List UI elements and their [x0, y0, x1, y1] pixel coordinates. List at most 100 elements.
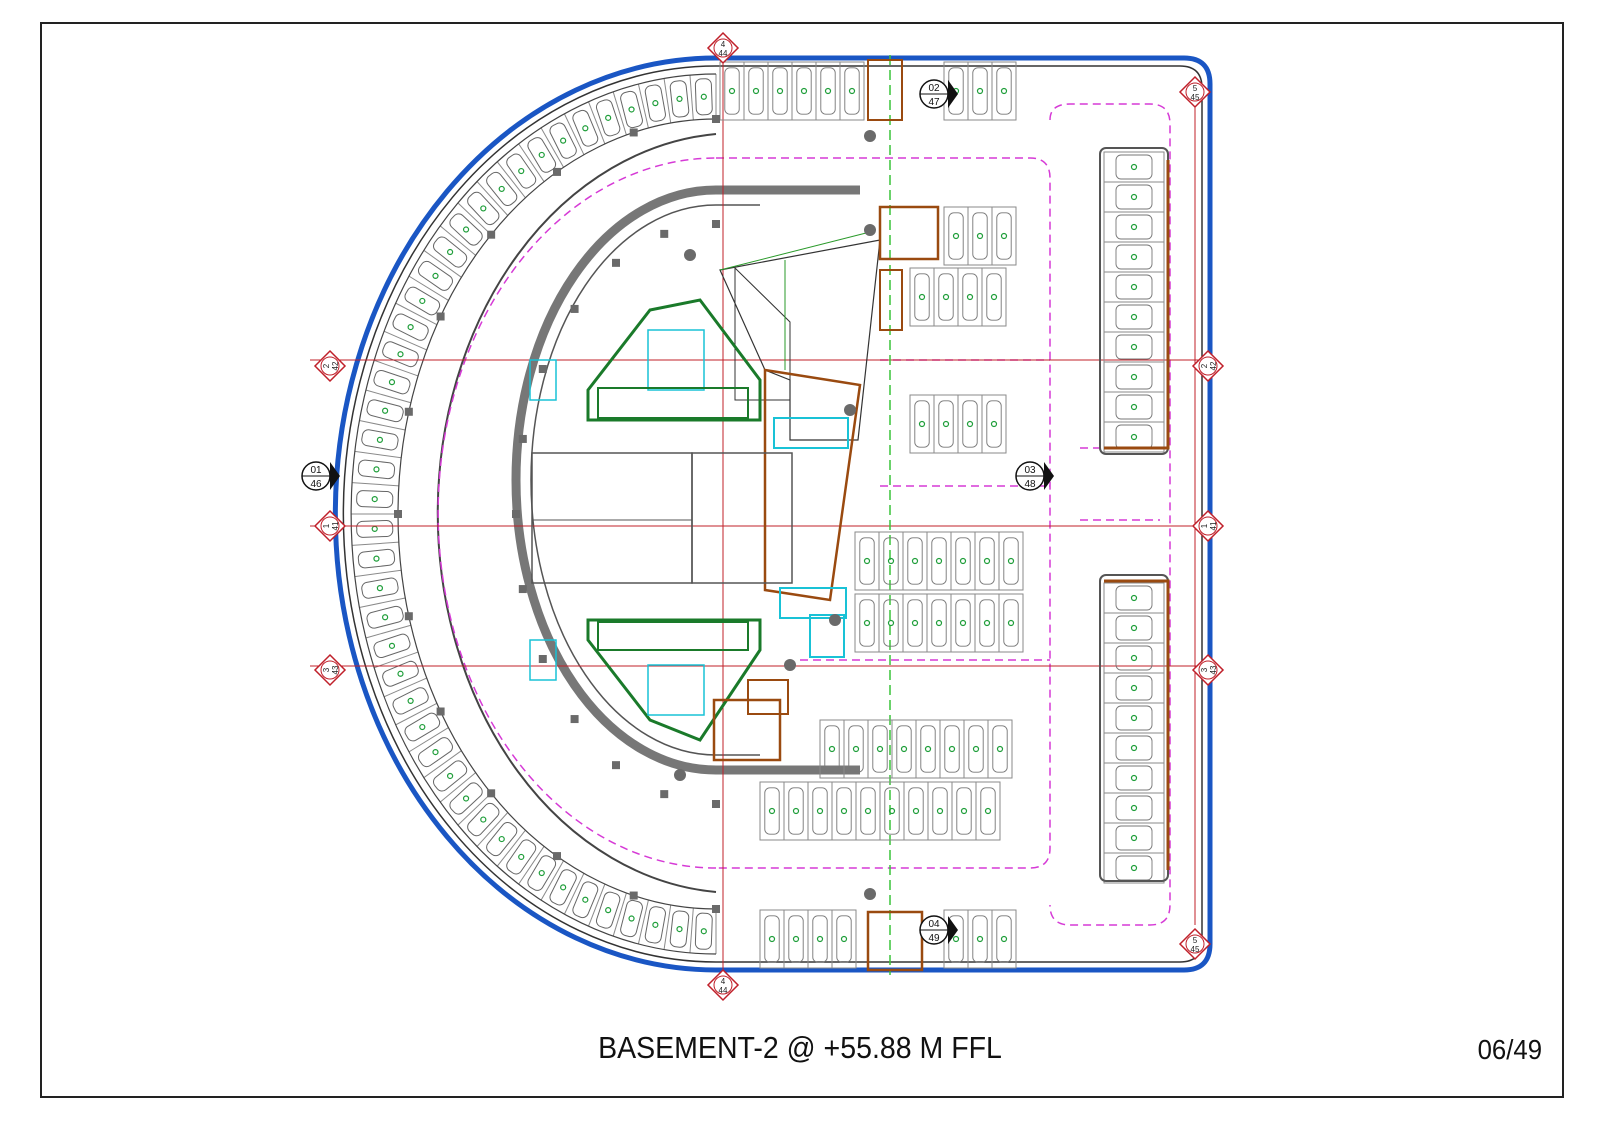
building-boundary-inner — [342, 65, 1203, 963]
stall-marker — [605, 907, 612, 914]
stall-divider — [373, 359, 419, 377]
parking-stall — [1103, 241, 1165, 273]
stall-marker — [1130, 223, 1138, 231]
stall-marker — [935, 557, 943, 565]
stall-marker — [1130, 774, 1138, 782]
car-outline — [1115, 154, 1153, 180]
car-outline — [836, 915, 852, 963]
stall-inner-edge — [397, 118, 717, 910]
car-outline — [506, 153, 537, 189]
car-outline — [357, 459, 396, 480]
stall-divider — [689, 75, 694, 121]
column — [394, 510, 402, 518]
column — [570, 304, 579, 313]
stall-marker — [1130, 834, 1138, 842]
parking-stall — [967, 206, 993, 266]
car-outline — [366, 399, 404, 423]
car-outline — [908, 787, 924, 835]
parking-stall — [981, 394, 1007, 454]
stall-marker — [371, 495, 378, 503]
stall-marker — [676, 95, 683, 102]
grid-tag: 545 — [1178, 927, 1212, 961]
car-outline — [366, 605, 404, 629]
car-outline — [449, 213, 483, 246]
column — [487, 789, 496, 798]
grid-tag-sheet: 41 — [1209, 521, 1218, 530]
car-outline — [467, 802, 500, 837]
car-outline — [979, 537, 995, 585]
sheet-number: 06/49 — [1477, 1034, 1542, 1065]
car-outline — [860, 787, 876, 835]
column — [844, 404, 856, 416]
stall-marker — [628, 915, 635, 922]
stall-marker — [888, 807, 896, 815]
stall-marker — [728, 87, 736, 95]
parking-stall — [831, 781, 857, 841]
stall-marker — [1130, 163, 1138, 171]
stall-divider — [476, 812, 509, 847]
grid-tag-number: 1 — [322, 523, 331, 528]
car-outline — [986, 400, 1002, 448]
stall-marker — [960, 807, 968, 815]
stall-marker — [935, 619, 943, 627]
stall-marker — [1130, 594, 1138, 602]
car-outline — [1115, 214, 1153, 240]
car-outline — [361, 577, 399, 599]
parking-stall — [879, 781, 905, 841]
car-outline — [1115, 585, 1153, 611]
stall-divider — [663, 78, 672, 124]
car-outline — [595, 99, 621, 137]
stall-marker — [816, 807, 824, 815]
stall-marker — [912, 807, 920, 815]
section-sheet: 49 — [928, 933, 940, 944]
stall-marker — [768, 807, 776, 815]
car-outline — [1003, 537, 1019, 585]
stall-divider — [373, 651, 419, 669]
grid-tag-sheet: 42 — [331, 361, 340, 370]
stall-marker — [560, 137, 567, 144]
stall-marker — [966, 293, 974, 301]
car-outline — [859, 537, 875, 585]
stall-divider — [637, 899, 649, 945]
core-outer-wall — [511, 185, 860, 775]
grid-tag: 545 — [1178, 75, 1212, 109]
parking-stall — [933, 394, 959, 454]
car-outline — [1115, 184, 1153, 210]
car-outline — [417, 260, 453, 291]
car-outline — [572, 881, 599, 919]
parking-stall — [926, 593, 952, 653]
stall-marker — [1130, 313, 1138, 321]
stall-marker — [407, 697, 414, 704]
car-outline — [644, 84, 666, 122]
grid-tag-number: 3 — [1200, 667, 1209, 672]
stall-outer-edge — [350, 73, 717, 955]
section-sheet: 47 — [928, 97, 940, 108]
section-sheet: 48 — [1024, 479, 1036, 490]
stall-marker — [828, 745, 836, 753]
column — [864, 888, 876, 900]
car-outline — [820, 67, 836, 115]
grid-tag-number: 5 — [1193, 936, 1198, 945]
stall-marker — [1130, 864, 1138, 872]
stall-marker — [376, 585, 384, 592]
parking-stall — [998, 531, 1024, 591]
car-outline — [1003, 599, 1019, 647]
car-outline — [506, 839, 537, 875]
stall-marker — [1130, 373, 1138, 381]
car-outline — [1115, 795, 1153, 821]
car-outline — [1115, 735, 1153, 761]
stall-marker — [776, 87, 784, 95]
parking-stall — [903, 781, 929, 841]
car-outline — [373, 633, 411, 659]
column — [570, 715, 579, 724]
stall-marker — [936, 807, 944, 815]
car-outline — [796, 67, 812, 115]
column — [436, 312, 445, 321]
column — [674, 769, 686, 781]
stall-marker — [1130, 343, 1138, 351]
stall-marker — [948, 745, 956, 753]
stall-marker — [419, 297, 426, 305]
